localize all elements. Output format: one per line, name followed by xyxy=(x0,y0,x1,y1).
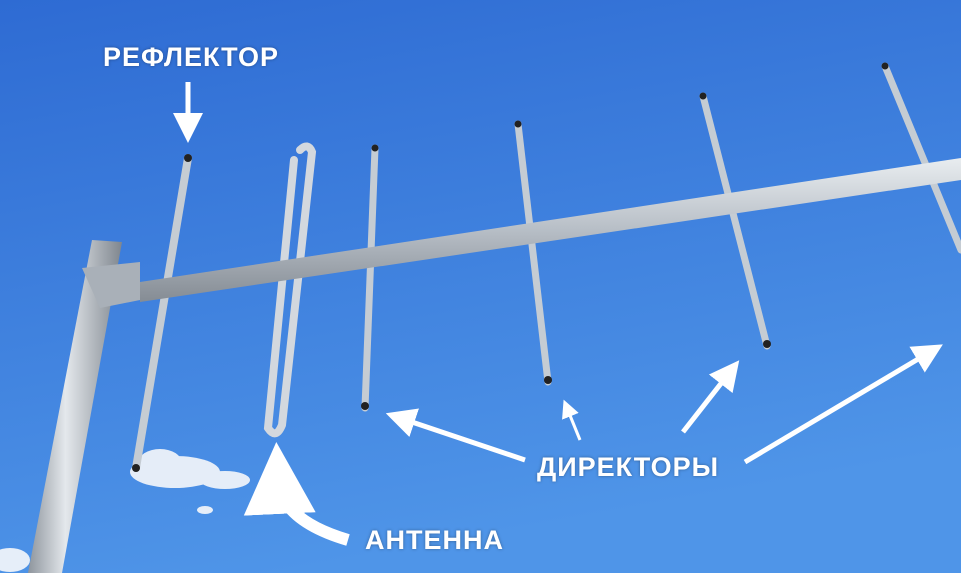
antenna-arrow xyxy=(243,442,350,546)
mast-clamp xyxy=(82,262,140,308)
director-2 xyxy=(514,120,552,386)
director-arrow-1 xyxy=(385,408,526,463)
director-arrow-4 xyxy=(743,344,943,465)
reflector-element xyxy=(132,154,192,472)
director-3 xyxy=(699,92,771,350)
director-4 xyxy=(881,62,961,254)
director-arrow-3 xyxy=(681,360,740,434)
cloud xyxy=(0,449,250,572)
elements xyxy=(132,62,961,472)
boom xyxy=(140,158,961,302)
director-1 xyxy=(361,144,379,412)
arrows xyxy=(173,82,943,546)
director-arrow-2 xyxy=(562,399,582,441)
antenna-label: АНТЕННА xyxy=(365,525,504,555)
directors-label: ДИРЕКТОРЫ xyxy=(537,452,720,482)
mast xyxy=(28,240,122,573)
folded-dipole xyxy=(263,142,317,438)
reflector-label: РЕФЛЕКТОР xyxy=(103,42,279,72)
